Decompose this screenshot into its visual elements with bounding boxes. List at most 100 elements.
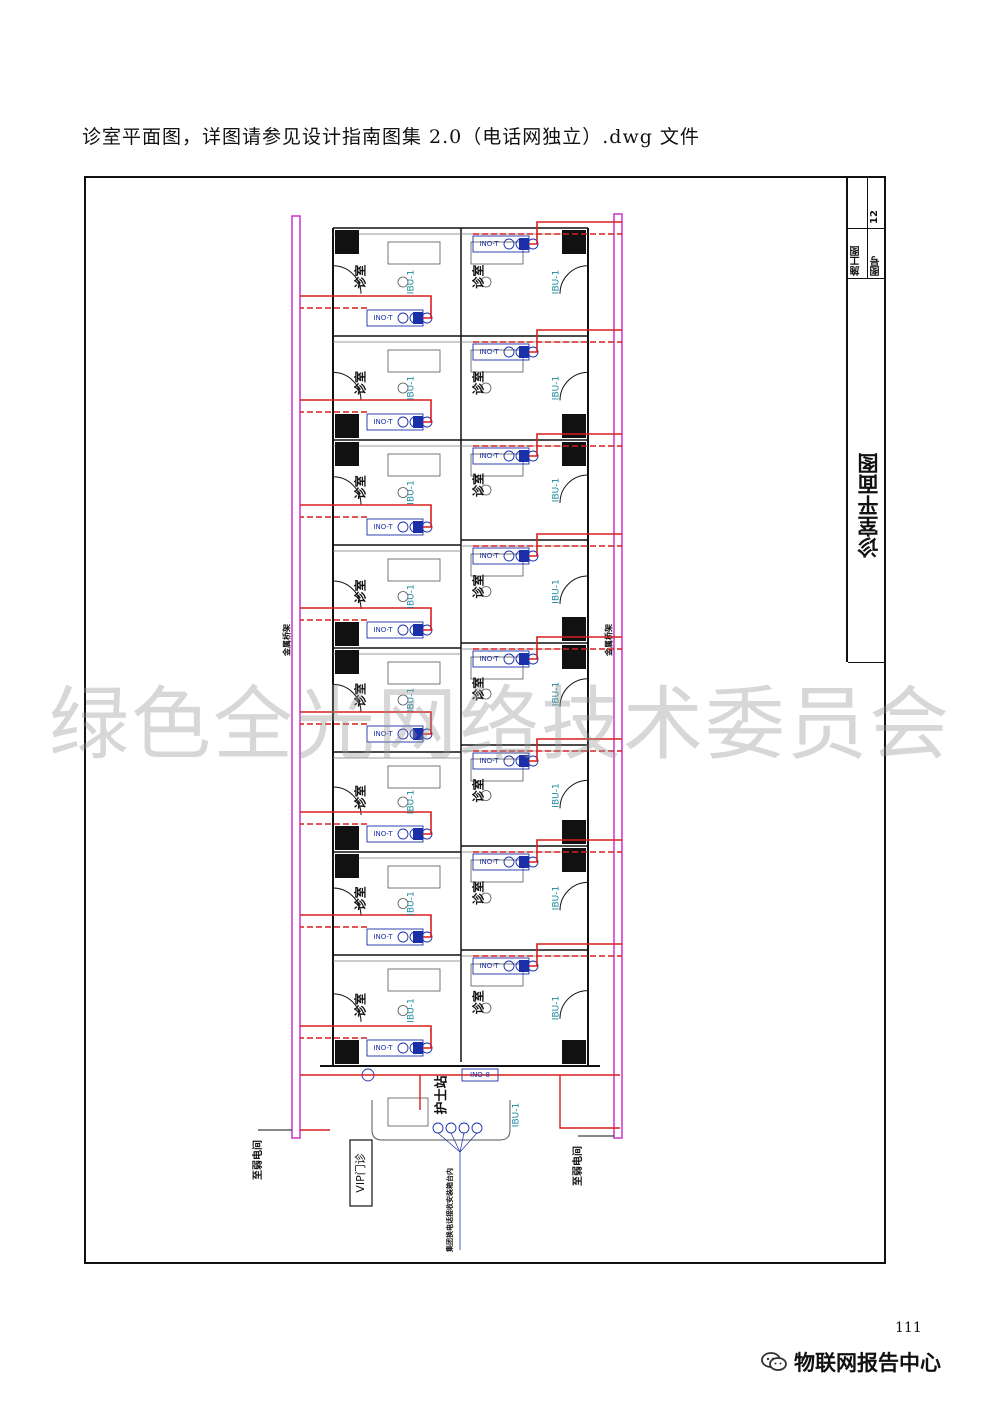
vip-clinic-box — [349, 1139, 373, 1207]
right-tray-label: 金属桥架 — [604, 624, 614, 657]
page-number: 111 — [895, 1320, 922, 1336]
outlet-plate — [413, 521, 423, 533]
wechat-icon — [761, 1352, 787, 1371]
ibu-label: IBU-1 — [552, 376, 562, 400]
ibu-label: IBU-1 — [407, 790, 417, 814]
ino-label: INO-T — [373, 1044, 393, 1052]
room-label: 诊室 — [353, 993, 368, 1017]
left-room-3 — [300, 544, 461, 646]
left-room-6 — [300, 851, 461, 946]
outlet-plate — [519, 856, 529, 868]
right-cable-tray — [613, 213, 623, 1139]
room-label: 诊室 — [471, 881, 486, 905]
door-arc — [559, 265, 589, 294]
room-label: 诊室 — [353, 371, 368, 395]
ino-label: INO-T — [479, 962, 499, 970]
nurse-outlet-icon — [471, 1122, 483, 1134]
cable-route — [529, 221, 622, 245]
room-label: 诊室 — [471, 371, 486, 395]
door-arc — [332, 683, 362, 713]
outlet-plate — [519, 450, 529, 462]
chair — [397, 898, 409, 909]
cable-route — [529, 839, 622, 863]
room-label: 诊室 — [353, 475, 368, 499]
outlet-icon — [397, 416, 409, 428]
cable-route — [529, 943, 622, 967]
left-room-5 — [300, 751, 461, 850]
outlet-icon — [397, 521, 409, 533]
outlet-icon — [503, 550, 515, 562]
ibu-label: IBU-1 — [552, 579, 562, 603]
to-weak-room-left: 至弱电间 — [251, 1140, 264, 1180]
desk — [387, 968, 441, 992]
column-pillar — [335, 854, 359, 878]
outlet-icon — [503, 450, 515, 462]
nurse-branch-cable — [419, 1075, 620, 1129]
nurse-station-label: 护士站 — [434, 1075, 450, 1114]
ino8-label: INO-8 — [470, 1071, 490, 1079]
right-room-0 — [461, 221, 622, 294]
column-pillar — [335, 1040, 359, 1064]
nurse-link-line — [459, 1132, 465, 1153]
outlet-icon — [503, 346, 515, 358]
outlet-icon — [503, 238, 515, 250]
desk — [387, 661, 441, 685]
desk — [470, 349, 524, 373]
ibu-label: IBU-1 — [407, 891, 417, 915]
door-arc — [332, 476, 362, 505]
ibu-label: IBU-1 — [552, 886, 562, 910]
cable-route — [529, 329, 622, 353]
chair — [480, 1002, 492, 1014]
nurse-link-line — [459, 1132, 478, 1153]
outlet-icon — [397, 728, 409, 740]
desk — [470, 241, 524, 265]
ino-label: INO-T — [373, 418, 393, 426]
door-arc — [559, 779, 589, 809]
cable-route — [300, 711, 432, 735]
right-room-2 — [461, 433, 622, 504]
desk — [387, 765, 441, 789]
door-arc — [559, 990, 589, 1019]
cable-route — [529, 636, 622, 660]
outlet-plate — [519, 653, 529, 665]
brand-name: 物联网报告中心 — [794, 1351, 941, 1375]
right-room-1 — [461, 329, 622, 438]
chair — [397, 694, 409, 706]
column-pillar — [335, 230, 359, 254]
desk — [470, 553, 524, 577]
column-pillar — [335, 414, 359, 438]
left-room-0 — [300, 227, 461, 327]
room-label: 诊室 — [471, 990, 486, 1014]
nurse-station-area — [300, 1068, 620, 1250]
outlet-icon — [503, 960, 515, 972]
caption: 诊室平面图，详图请参见设计指南图集 2.0（电话网独立）.dwg 文件 — [82, 126, 700, 148]
room-label: 诊室 — [471, 574, 486, 598]
nurse-outlet-icon — [432, 1122, 444, 1134]
brand-footer: 物联网报告中心 — [760, 1347, 941, 1377]
room-label: 诊室 — [353, 265, 368, 289]
door-arc — [332, 580, 362, 610]
nurse-link-line — [450, 1132, 461, 1153]
outlet-icon — [397, 624, 409, 636]
chair — [397, 1005, 409, 1016]
door-arc — [559, 575, 589, 605]
main-trunk-cable — [300, 1074, 620, 1131]
cable-route — [300, 607, 432, 631]
ino-label: INO-T — [373, 314, 393, 322]
outlet-icon — [397, 1042, 409, 1054]
room-label: 诊室 — [471, 778, 486, 802]
right-room-5 — [461, 738, 622, 844]
outlet-icon — [397, 828, 409, 840]
cable-route — [300, 295, 432, 319]
nurse-outlet-icon — [445, 1122, 457, 1134]
right-room-4 — [461, 636, 622, 707]
door-arc — [332, 265, 362, 294]
ibu-label: IBU-1 — [552, 996, 562, 1020]
cable-route — [300, 504, 432, 528]
left-room-4 — [300, 647, 461, 743]
desk — [470, 758, 524, 782]
outlet-icon — [397, 312, 409, 324]
door-arc — [559, 881, 589, 911]
cable-route — [529, 533, 622, 557]
ibu-label: IBU-1 — [407, 270, 417, 294]
